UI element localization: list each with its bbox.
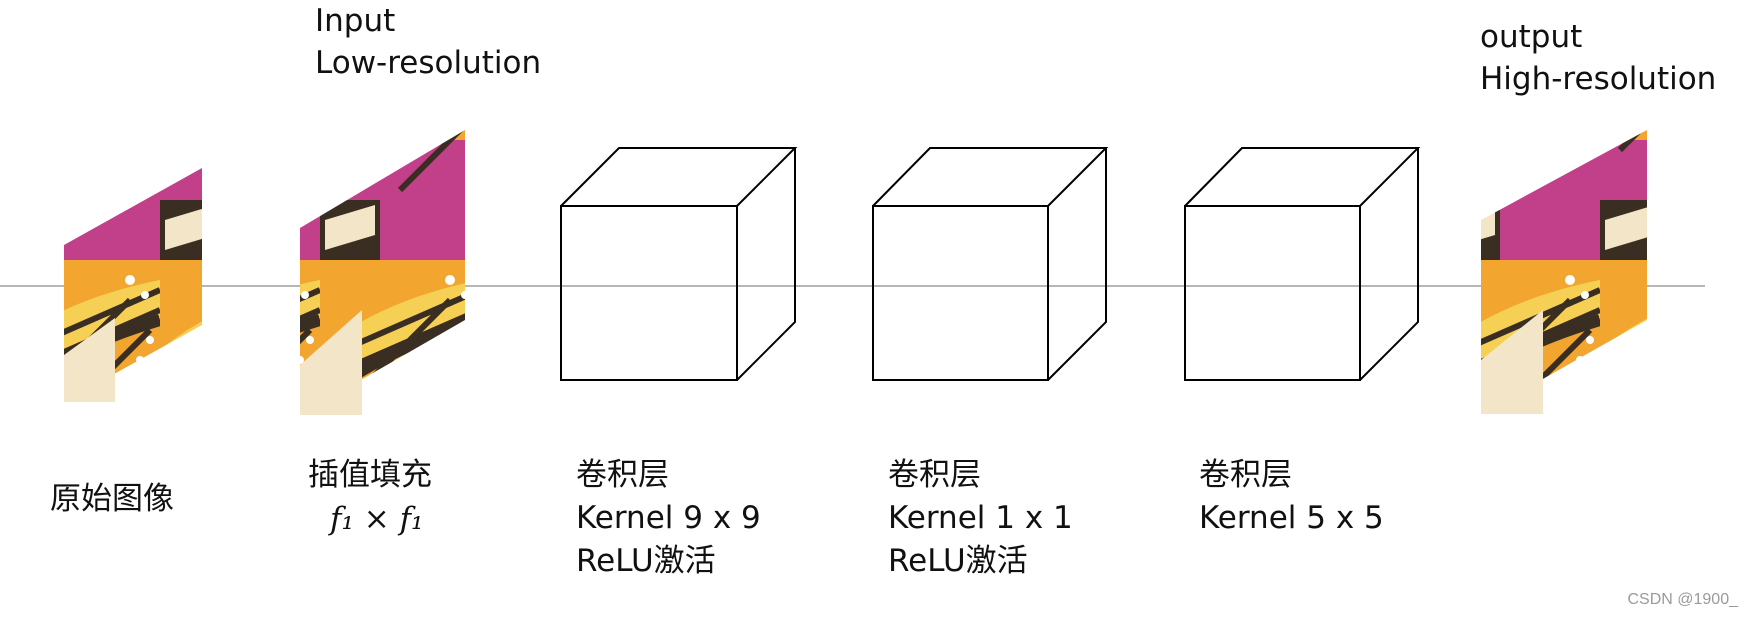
watermark: CSDN @1900_	[1627, 591, 1738, 609]
conv-layer-2-cube	[873, 148, 1106, 380]
input-resolution-label: Low-resolution	[315, 42, 541, 84]
output-image	[1481, 130, 1647, 414]
conv2-activation: ReLU激活	[888, 540, 1028, 582]
output-resolution-label: High-resolution	[1480, 58, 1716, 100]
interpolation-formula: f₁ × f₁	[330, 498, 423, 540]
conv-layer-3-cube	[1185, 148, 1418, 380]
original-image-label: 原始图像	[50, 478, 174, 520]
original-image	[64, 168, 202, 402]
output-label: output	[1480, 16, 1582, 58]
interpolation-label: 插值填充	[308, 454, 432, 496]
input-label: Input	[315, 0, 395, 42]
input-image	[300, 130, 465, 415]
conv-layer-1-cube	[561, 148, 795, 380]
conv1-kernel: Kernel 9 x 9	[576, 497, 761, 539]
conv2-kernel: Kernel 1 x 1	[888, 497, 1073, 539]
conv2-title: 卷积层	[888, 454, 981, 496]
conv1-activation: ReLU激活	[576, 540, 716, 582]
conv3-title: 卷积层	[1199, 454, 1292, 496]
conv3-kernel: Kernel 5 x 5	[1199, 497, 1384, 539]
conv1-title: 卷积层	[576, 454, 669, 496]
